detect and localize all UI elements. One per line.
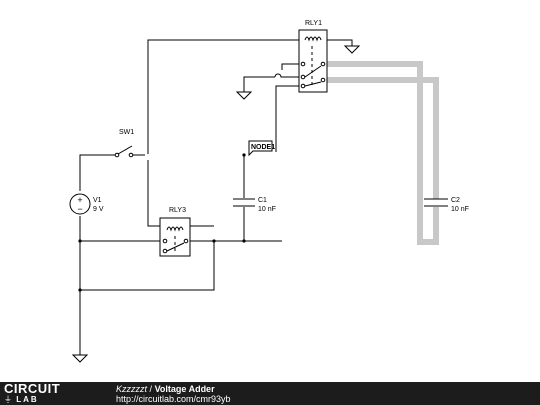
voltage-source-v1: + − V1 9 V — [69, 193, 104, 215]
footer-bar: CIRCUIT ⏚ LAB Kzzzzzt / Voltage Adder ht… — [0, 382, 540, 405]
v1-label: V1 — [93, 197, 102, 204]
svg-text:+: + — [77, 195, 82, 205]
logo-lab-text: LAB — [16, 395, 39, 404]
ground-icon — [71, 354, 89, 363]
wires — [79, 39, 353, 355]
ground-icon — [343, 45, 361, 54]
c2-label: C2 — [451, 197, 460, 204]
author-name[interactable]: Kzzzzzt — [116, 384, 148, 394]
resistor-icon: ⏚ — [4, 395, 13, 404]
credit-line: Kzzzzzt / Voltage Adder — [116, 384, 215, 394]
wire-rly3-coil — [147, 160, 160, 227]
wire-rly1-ground — [325, 39, 353, 46]
circuit-url[interactable]: http://circuitlab.com/cmr93yb — [116, 394, 231, 404]
capacitor-c2: C2 10 nF — [424, 197, 469, 213]
circuitlab-logo-sub: ⏚ LAB — [4, 395, 39, 404]
wire-top — [147, 39, 299, 154]
wire-rly1-gnd2 — [243, 76, 275, 92]
wire-rly1-mid — [275, 85, 299, 152]
circuit-title: Voltage Adder — [154, 384, 215, 394]
wire-rly1-contact — [281, 63, 299, 70]
switch-sw1: SW1 — [114, 129, 134, 158]
schematic-canvas: RLY1 RLY3 SW1 + − V1 9 V C1 10 nF — [69, 20, 469, 363]
c2-value: 10 nF — [451, 206, 469, 213]
highlighted-wire — [323, 61, 439, 245]
svg-text:−: − — [77, 204, 82, 214]
sw1-label: SW1 — [119, 129, 134, 136]
junctions — [78, 153, 246, 292]
c1-label: C1 — [258, 197, 267, 204]
wire-rly1-jump — [274, 73, 299, 78]
rly3-label: RLY3 — [169, 207, 186, 214]
wire-sw1-left — [79, 154, 115, 191]
rly1-label: RLY1 — [305, 20, 322, 27]
relay-rly3: RLY3 — [159, 207, 191, 257]
credit-separator: / — [149, 384, 153, 394]
capacitor-c1: C1 10 nF — [233, 197, 276, 213]
node1-label: NODE1 — [251, 144, 275, 151]
c1-value: 10 nF — [258, 206, 276, 213]
node1-tag: NODE1 — [248, 140, 275, 157]
ground-icon — [235, 91, 253, 100]
relay-rly1: RLY1 — [298, 20, 328, 93]
wire-rly3-bottom — [80, 240, 215, 291]
circuitlab-logo[interactable]: CIRCUIT — [4, 381, 61, 396]
v1-value: 9 V — [93, 206, 104, 213]
